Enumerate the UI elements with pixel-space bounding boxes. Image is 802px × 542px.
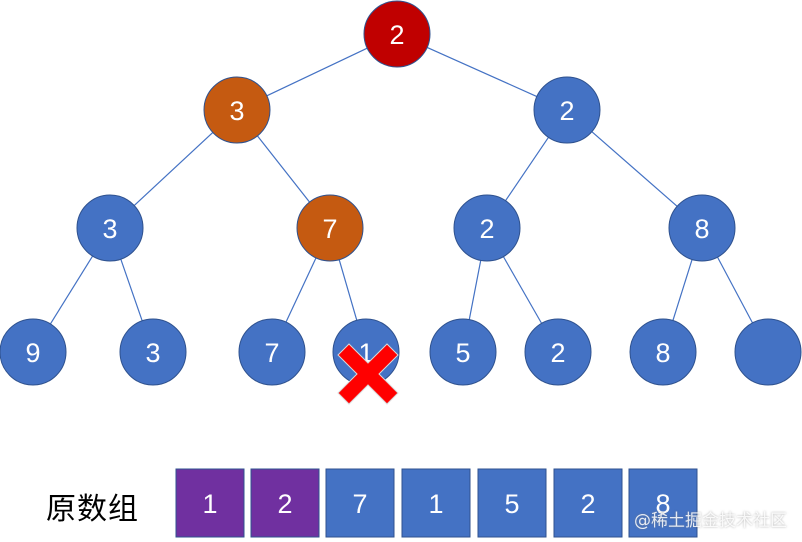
tree-node-circle <box>453 194 521 262</box>
tree-node: 3 <box>76 194 144 262</box>
tree-node: 8 <box>668 194 736 262</box>
tree-node: 2 <box>453 194 521 262</box>
array-cell-label: 8 <box>655 489 670 519</box>
tree-edge <box>120 258 143 322</box>
array-cell-box <box>553 468 623 538</box>
tree-node-label: 3 <box>229 96 244 126</box>
array-cell-box <box>628 468 698 538</box>
tree-node: 3 <box>203 76 271 144</box>
tree-node-label: 9 <box>25 338 40 368</box>
tree-node: 8 <box>629 318 697 386</box>
tree-node-circle <box>76 194 144 262</box>
array-cell-box <box>401 468 471 538</box>
tree-node-label: 2 <box>479 214 494 244</box>
tree-node: 2 <box>363 0 431 68</box>
array-cell-label: 1 <box>202 489 217 519</box>
tree-node-label: 2 <box>559 96 574 126</box>
tree-edges <box>49 46 754 325</box>
tree-node-circle <box>0 318 67 386</box>
delete-cross-icon <box>337 343 399 405</box>
tree-node-circle <box>734 318 802 386</box>
array-cell-label: 5 <box>504 489 519 519</box>
tree-edge <box>256 135 311 203</box>
tree-node-label: 7 <box>322 214 337 244</box>
tree-edge <box>285 257 317 323</box>
tree-node: 3 <box>119 318 187 386</box>
array-cell-box <box>250 468 320 538</box>
array-cell-label: 2 <box>277 489 292 519</box>
tree-node <box>734 318 802 386</box>
tree-node-circle <box>533 76 601 144</box>
array-cell-box <box>175 468 245 538</box>
tree-edge <box>591 131 678 207</box>
tree-node-label: 8 <box>655 338 670 368</box>
tree-edge <box>502 256 543 324</box>
tree-node-label: 2 <box>389 20 404 50</box>
tree-edge <box>426 46 538 98</box>
tree-node-circle <box>668 194 736 262</box>
tree-node-label: 3 <box>145 338 160 368</box>
tree-node-label: 7 <box>264 338 279 368</box>
array-cell-label: 7 <box>352 489 367 519</box>
tree-edge <box>672 259 693 321</box>
tree-node-circle <box>238 318 306 386</box>
array-cell: 1 <box>401 468 471 538</box>
array-cell-box <box>477 468 547 538</box>
array-cell: 5 <box>477 468 547 538</box>
tree-edge <box>338 259 358 321</box>
delete-marker <box>337 343 399 405</box>
array-cell: 1 <box>175 468 245 538</box>
tree-edge <box>133 132 214 206</box>
array-cell-label: 2 <box>580 489 595 519</box>
tree-node: 5 <box>429 318 497 386</box>
tree-node-circle <box>363 0 431 68</box>
tree-edge <box>505 136 549 202</box>
tree-node: 2 <box>524 318 592 386</box>
array-cell-label: 1 <box>428 489 443 519</box>
tree-node: 7 <box>296 194 364 262</box>
watermark: @稀土掘金技术社区 <box>634 511 787 531</box>
array-cell: 8 <box>628 468 698 538</box>
array-title: 原数组 <box>46 492 139 527</box>
tree-node-circle <box>629 318 697 386</box>
tree-node: 9 <box>0 318 67 386</box>
array-cell-box <box>325 468 395 538</box>
tree-node-label: 3 <box>102 214 117 244</box>
array-cells: 1 2 7 1 5 2 8 <box>175 468 698 538</box>
tree-node-label: 5 <box>455 338 470 368</box>
tree-node-circle <box>429 318 497 386</box>
tree-edge <box>468 260 482 320</box>
tree-node-label: 2 <box>550 338 565 368</box>
tree-node: 2 <box>533 76 601 144</box>
tree-node: 7 <box>238 318 306 386</box>
tree-node-circle <box>296 194 364 262</box>
array-cell: 2 <box>250 468 320 538</box>
tree-edge <box>716 256 754 324</box>
tree-edge <box>49 255 94 325</box>
tree-node-circle <box>203 76 271 144</box>
tree-node-circle <box>524 318 592 386</box>
tree-edge <box>266 47 368 97</box>
tree-node-label: 8 <box>694 214 709 244</box>
tree-node-circle <box>119 318 187 386</box>
array-cell: 7 <box>325 468 395 538</box>
array-cell: 2 <box>553 468 623 538</box>
